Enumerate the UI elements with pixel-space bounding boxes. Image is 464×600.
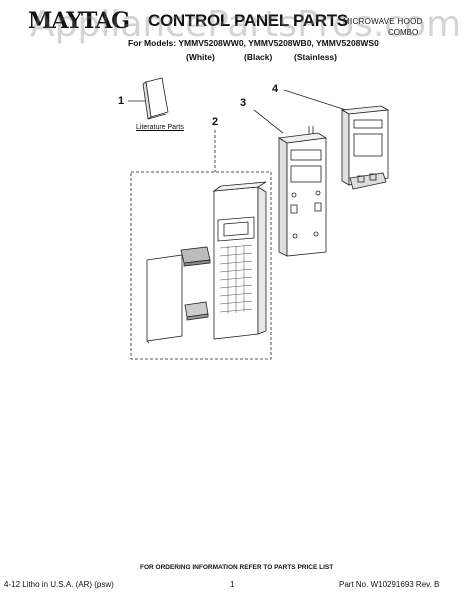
product-type-line2: COMBO — [388, 28, 419, 37]
page-title: CONTROL PANEL PARTS — [148, 11, 348, 30]
control-frame — [277, 126, 328, 257]
control-panel-assembly — [212, 181, 267, 340]
finish-white: (White) — [186, 52, 215, 62]
callout-4: 4 — [272, 83, 279, 95]
small-tab-piece — [184, 301, 209, 321]
brand-logo: MAYTAG — [28, 8, 130, 34]
display-window-piece — [180, 246, 211, 267]
membrane-overlay — [146, 254, 183, 344]
ordering-info: FOR ORDERING INFORMATION REFER TO PARTS … — [140, 564, 334, 571]
literature-booklet — [142, 77, 169, 120]
part-number: Part No. W10291693 Rev. B — [339, 580, 440, 589]
product-type-line1: MICROWAVE HOOD — [343, 17, 423, 26]
model-numbers: For Models: YMMV5208WW0, YMMV5208WB0, YM… — [128, 38, 379, 48]
callout-3: 3 — [240, 97, 247, 109]
leader-line-3 — [253, 109, 284, 134]
finish-stainless: (Stainless) — [294, 52, 337, 62]
leader-line-4 — [283, 89, 347, 111]
callout-2: 2 — [212, 116, 219, 128]
page-number: 1 — [230, 580, 235, 589]
literature-parts-label: Literature Parts — [136, 124, 184, 131]
callout-1: 1 — [118, 95, 125, 107]
control-bracket — [340, 105, 390, 190]
litho-info: 4-12 Litho in U.S.A. (AR) (psw) — [4, 580, 114, 589]
part-2-group-outline — [130, 171, 272, 360]
finish-black: (Black) — [244, 52, 273, 62]
